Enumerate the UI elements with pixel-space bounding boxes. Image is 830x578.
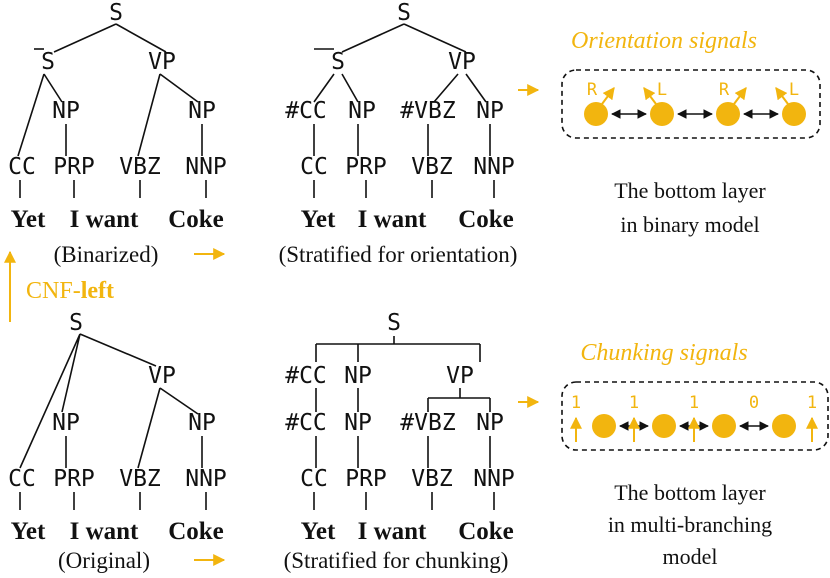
- node-hash-vbz: #VBZ: [400, 410, 456, 436]
- arrow-up-right-icon: [733, 87, 747, 105]
- token-node: [584, 102, 608, 126]
- node-vbz: VBZ: [119, 466, 161, 492]
- chunk-value: 1: [571, 393, 581, 413]
- orientation-box: [561, 69, 821, 139]
- chunking-note: model: [663, 544, 718, 569]
- node-prp: PRP: [53, 466, 95, 492]
- word-coke: Coke: [168, 518, 224, 545]
- word-coke: Coke: [458, 206, 514, 233]
- token-node: [782, 102, 806, 126]
- word-coke: Coke: [168, 206, 224, 233]
- word-yet: Yet: [11, 518, 46, 545]
- chunking-box: [561, 381, 829, 451]
- orientation-note: in binary model: [620, 212, 759, 237]
- orientation-note: The bottom layer: [614, 178, 766, 203]
- node-nnp: NNP: [185, 154, 227, 180]
- node-np: NP: [344, 363, 372, 389]
- chunk-value: 1: [689, 393, 699, 413]
- chunking-signals-panel: Chunking signals 1 1 1 0 1 The bottom la…: [561, 340, 829, 569]
- node-vp: VP: [148, 363, 176, 389]
- word-yet: Yet: [11, 206, 46, 233]
- node-s: S: [69, 310, 83, 336]
- cnf-left-label: CNF-left: [26, 278, 114, 304]
- chunking-note: in multi-branching: [608, 512, 772, 537]
- node-cc: CC: [300, 466, 328, 492]
- orientation-signals-panel: Orientation signals R L R L The bottom l…: [561, 28, 821, 237]
- node-cc: CC: [300, 154, 328, 180]
- node-np: NP: [476, 98, 504, 124]
- word-i-want: I want: [358, 518, 427, 545]
- chunking-title: Chunking signals: [580, 340, 747, 366]
- word-i-want: I want: [70, 206, 139, 233]
- node-np: NP: [52, 410, 80, 436]
- chunking-note: The bottom layer: [614, 480, 766, 505]
- orientation-letter: R: [719, 80, 730, 100]
- node-s: S: [387, 310, 401, 336]
- node-hash-vbz: #VBZ: [400, 98, 456, 124]
- node-vbz: VBZ: [411, 154, 453, 180]
- caption-stratified-chunking: (Stratified for chunking): [284, 548, 509, 573]
- node-vp: VP: [148, 49, 176, 75]
- node-np: NP: [476, 410, 504, 436]
- word-i-want: I want: [70, 518, 139, 545]
- caption-stratified-orientation: (Stratified for orientation): [279, 242, 518, 267]
- node-vbz: VBZ: [411, 466, 453, 492]
- arrow-up-left-icon: [775, 87, 789, 105]
- tree-stratified-orientation: S S VP #CC NP #VBZ NP CC PRP VBZ NNP Yet…: [285, 0, 515, 233]
- arrow-up-right-icon: [601, 87, 615, 105]
- node-np: NP: [188, 98, 216, 124]
- chunk-value: 1: [629, 393, 639, 413]
- tree-stratified-chunking: S #CC NP VP #CC NP #VBZ NP CC PRP VBZ NN…: [285, 310, 515, 545]
- node-hash-cc: #CC: [285, 98, 327, 124]
- token-node: [772, 414, 796, 438]
- caption-binarized: (Binarized): [54, 242, 159, 267]
- word-yet: Yet: [301, 206, 336, 233]
- orientation-title: Orientation signals: [571, 28, 757, 54]
- orientation-letter: R: [587, 80, 598, 100]
- node-vp: VP: [446, 363, 474, 389]
- token-node: [716, 102, 740, 126]
- node-hash-cc: #CC: [285, 410, 327, 436]
- node-cc: CC: [8, 466, 36, 492]
- token-node: [712, 414, 736, 438]
- orientation-letter: L: [657, 80, 667, 100]
- node-s: S: [109, 0, 123, 26]
- node-prp: PRP: [53, 154, 95, 180]
- node-np: NP: [52, 98, 80, 124]
- node-prp: PRP: [345, 154, 387, 180]
- node-nnp: NNP: [185, 466, 227, 492]
- node-vp: VP: [448, 49, 476, 75]
- caption-original: (Original): [58, 548, 150, 573]
- tree-original: S VP NP NP CC PRP VBZ NNP Yet I want Cok…: [8, 310, 227, 545]
- node-s-bar: S: [41, 49, 55, 75]
- node-nnp: NNP: [473, 466, 515, 492]
- token-node: [652, 414, 676, 438]
- node-vbz: VBZ: [119, 154, 161, 180]
- node-np: NP: [344, 410, 372, 436]
- node-prp: PRP: [345, 466, 387, 492]
- orientation-letter: L: [789, 80, 799, 100]
- token-node: [592, 414, 616, 438]
- word-coke: Coke: [458, 518, 514, 545]
- chunk-value: 1: [807, 393, 817, 413]
- token-node: [650, 102, 674, 126]
- arrow-up-left-icon: [643, 87, 657, 105]
- node-np: NP: [348, 98, 376, 124]
- chunk-value: 0: [749, 393, 759, 413]
- word-i-want: I want: [358, 206, 427, 233]
- tree-binarized: S S VP NP NP CC PRP VBZ NNP Yet I want C…: [8, 0, 227, 233]
- node-np: NP: [188, 410, 216, 436]
- node-cc: CC: [8, 154, 36, 180]
- node-nnp: NNP: [473, 154, 515, 180]
- word-yet: Yet: [301, 518, 336, 545]
- node-hash-cc: #CC: [285, 363, 327, 389]
- node-s-bar: S: [331, 49, 345, 75]
- node-s: S: [397, 0, 411, 26]
